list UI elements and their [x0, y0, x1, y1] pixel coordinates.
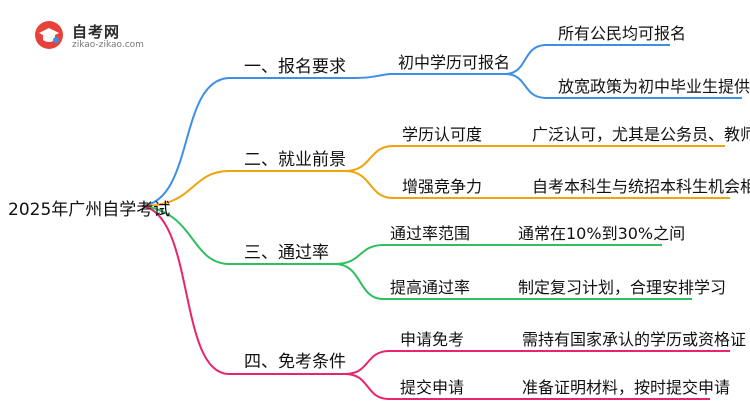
connector-root-branch-1 [141, 77, 229, 207]
branch-label-exemption: 四、免考条件 [244, 352, 346, 372]
leaf-prepare-materials: 准备证明材料，按时提交申请 [522, 378, 731, 397]
connector-b1-leaf1 [504, 44, 546, 75]
logo-url: zikao-zikao.com [72, 40, 144, 50]
branch-label-requirements: 一、报名要求 [244, 57, 346, 77]
connector-b1-sub1 [354, 73, 391, 79]
connector-root-branch-3 [141, 205, 229, 265]
graduation-cap-icon [35, 21, 63, 49]
site-logo: 自考网 zikao-zikao.com [34, 18, 154, 52]
leaf-study-plan: 制定复习计划，合理安排学习 [518, 278, 727, 297]
connector-b3-sub2 [334, 263, 383, 300]
node-improve-pass-rate: 提高通过率 [390, 278, 471, 297]
branch-label-employment: 二、就业前景 [244, 150, 346, 170]
branch-label-pass-rate: 三、通过率 [244, 243, 329, 263]
connector-root-branch-2 [141, 170, 229, 207]
connector-b2-sub2 [344, 170, 393, 199]
leaf-hold-certificate: 需持有国家承认的学历或资格证 [522, 330, 747, 349]
leaf-relaxed-policy: 放宽政策为初中毕业生提供机会 [558, 77, 750, 96]
mindmap-root: 2025年广州自学考试 [8, 200, 171, 220]
connector-root-branch-4 [141, 205, 229, 375]
node-submit-application: 提交申请 [400, 378, 465, 397]
connector-b4-sub1 [344, 350, 389, 375]
leaf-equal-opportunity: 自考本科生与统招本科生机会相同 [532, 177, 750, 196]
connector-b4-sub2 [344, 373, 389, 400]
node-degree-recognition: 学历认可度 [402, 125, 483, 144]
node-apply-exemption: 申请免考 [400, 330, 465, 349]
connector-b3-sub1 [334, 244, 383, 265]
leaf-all-citizens: 所有公民均可报名 [558, 24, 687, 43]
node-junior-high-eligible: 初中学历可报名 [398, 53, 511, 72]
logo-title: 自考网 [72, 23, 121, 41]
connector-b1-leaf2 [504, 73, 546, 99]
node-competitiveness: 增强竞争力 [402, 177, 483, 196]
leaf-pass-rate-value: 通常在10%到30%之间 [518, 224, 686, 243]
node-pass-rate-range: 通过率范围 [390, 224, 471, 243]
connector-b2-sub1 [344, 145, 393, 172]
leaf-widely-recognized: 广泛认可，尤其是公务员、教师 [532, 125, 750, 144]
